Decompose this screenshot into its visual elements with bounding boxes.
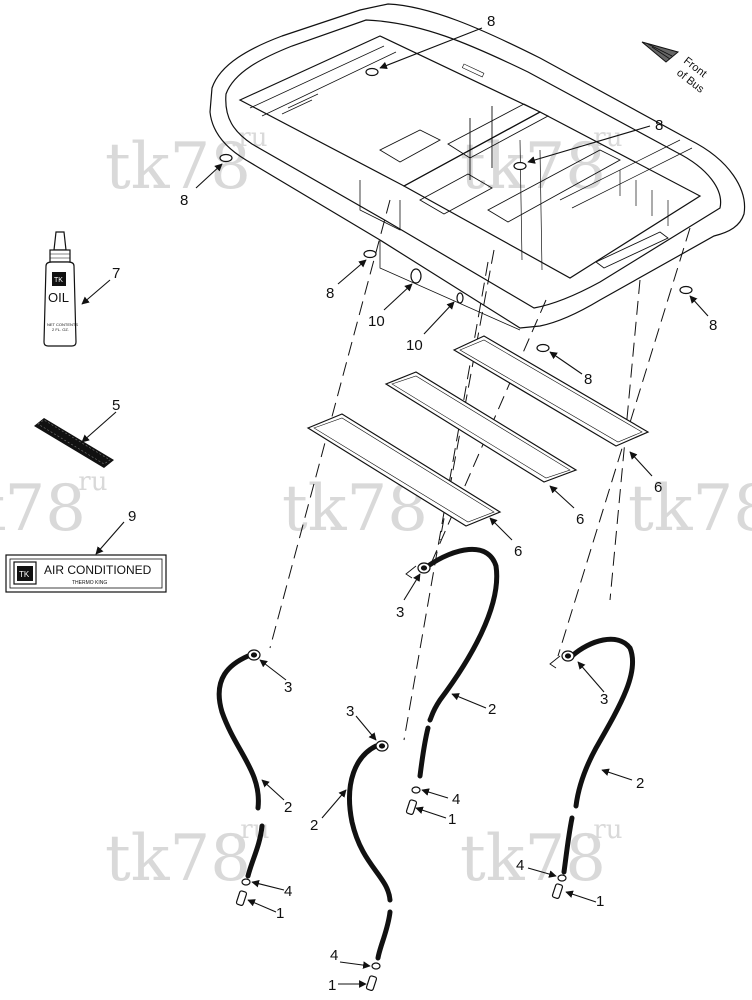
callout-3: 3 (346, 703, 354, 720)
callout-1: 1 (276, 905, 284, 922)
callout-10: 10 (368, 313, 385, 330)
callout-5: 5 (112, 397, 120, 414)
svg-text:.ru: .ru (230, 123, 267, 153)
callout-4: 4 (330, 947, 338, 964)
drain-hoses-part-2 (216, 547, 636, 961)
callout-2: 2 (488, 701, 496, 718)
gaskets-part-6 (306, 335, 650, 527)
callout-6: 6 (654, 479, 662, 496)
front-of-bus-indicator: Front of Bus (641, 41, 709, 96)
watermark-5: tk78 (628, 472, 752, 546)
callout-8: 8 (326, 285, 334, 302)
insulation-strip-part-5 (34, 418, 114, 468)
callout-1: 1 (328, 977, 336, 994)
svg-text:tk78: tk78 (105, 130, 251, 204)
svg-text:TK: TK (54, 277, 63, 284)
drain-hose-center-left (347, 743, 393, 903)
drain-plug (456, 292, 464, 304)
svg-text:NET CONTENTS: NET CONTENTS (47, 322, 78, 327)
callout-8: 8 (655, 117, 663, 134)
drain-hose-left (216, 653, 261, 811)
callout-8: 8 (584, 371, 592, 388)
callout-6: 6 (576, 511, 584, 528)
hose-clips-part-1 (235, 799, 564, 991)
svg-text:.ru: .ru (585, 123, 622, 153)
callout-8: 8 (180, 192, 188, 209)
watermark-6: tk78 .ru (105, 815, 269, 896)
drain-hose-right (569, 636, 636, 809)
watermark-3: tk78 .ru (0, 467, 107, 546)
callout-4: 4 (284, 883, 292, 900)
grommets-part-8 (219, 67, 693, 353)
watermark-7: tk78 .ru (460, 815, 622, 896)
svg-text:tk78: tk78 (628, 472, 752, 546)
elbow-fitting (247, 649, 261, 661)
callout-7: 7 (112, 265, 120, 282)
grommet (363, 249, 377, 259)
callout-3: 3 (284, 679, 292, 696)
callout-8: 8 (487, 13, 495, 30)
drain-plug (410, 268, 422, 284)
watermark-1: tk78 .ru (105, 123, 267, 204)
assembly-guide-lines (269, 199, 691, 741)
callout-8: 8 (709, 317, 717, 334)
callout-1: 1 (596, 893, 604, 910)
drain-hose-center-right (425, 547, 500, 723)
air-conditioned-decal-part-9: TK AIR CONDITIONED THERMO KING (5, 554, 167, 593)
callout-6: 6 (514, 543, 522, 560)
svg-text:tk78: tk78 (0, 472, 86, 546)
callout-4: 4 (516, 857, 524, 874)
callout-leaders (81, 27, 709, 988)
callout-3: 3 (600, 691, 608, 708)
callout-2: 2 (310, 817, 318, 834)
grommet (536, 343, 550, 353)
grommet (365, 67, 379, 77)
elbow-fitting (417, 562, 431, 574)
grommet (513, 161, 527, 171)
svg-text:AIR CONDITIONED: AIR CONDITIONED (44, 563, 152, 577)
callout-3: 3 (396, 604, 404, 621)
grommet (219, 153, 233, 163)
callout-2: 2 (636, 775, 644, 792)
plugs-part-10 (410, 268, 464, 304)
svg-text:2 FL. OZ.: 2 FL. OZ. (52, 327, 69, 332)
callout-4: 4 (452, 791, 460, 808)
elbow-fitting (375, 740, 389, 752)
elbow-fitting (561, 650, 575, 662)
svg-text:tk78: tk78 (105, 822, 251, 896)
svg-text:.ru: .ru (585, 815, 622, 845)
callout-10: 10 (406, 337, 423, 354)
callout-9: 9 (128, 508, 136, 525)
ac-roof-unit-housing (209, 3, 746, 331)
callout-1: 1 (448, 811, 456, 828)
grommet (679, 285, 693, 295)
svg-text:OIL: OIL (48, 290, 69, 305)
callout-labels: 8 8 8 8 8 8 7 10 10 5 6 6 6 9 3 3 3 3 2 … (112, 13, 717, 994)
svg-text:TK: TK (19, 570, 30, 579)
rings-part-4 (241, 786, 567, 970)
svg-text:.ru: .ru (70, 467, 107, 497)
elbow-fittings-part-3 (247, 562, 575, 752)
svg-text:THERMO KING: THERMO KING (72, 580, 107, 586)
svg-text:tk78: tk78 (460, 822, 606, 896)
oil-bottle-part-7: TK OIL NET CONTENTS 2 FL. OZ. (43, 231, 78, 347)
callout-2: 2 (284, 799, 292, 816)
